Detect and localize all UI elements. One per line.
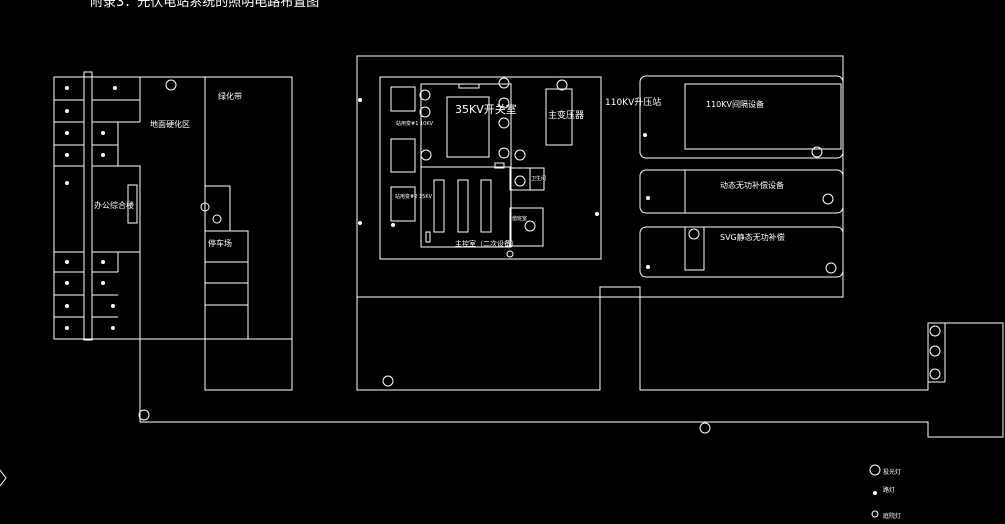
cursor-icon — [0, 469, 7, 487]
legend: 投光灯 路灯 庭院灯 — [883, 468, 901, 520]
main-transformer-label: 主变压器 — [548, 109, 584, 121]
switchyard — [379, 76, 602, 260]
diagram-title: 附录3：光伏电站系统的照明电路布置图 — [90, 0, 319, 10]
station-110-boundary — [356, 55, 844, 298]
green-belt-label: 绿化带 — [218, 91, 242, 101]
bay-110-label: 110KV间隔设备 — [706, 99, 764, 109]
parking-label: 停车场 — [208, 238, 232, 248]
bay-110-area — [639, 75, 844, 159]
svg-comp-label: SVG静态无功补偿 — [720, 232, 785, 242]
switch-room — [420, 83, 512, 168]
svg-comp-area — [639, 226, 844, 278]
garden-lights — [506, 250, 879, 518]
office-stair — [127, 184, 138, 224]
switch-room-label: 35KV开关室 — [455, 102, 517, 116]
office-label: 办公综合楼 — [94, 200, 134, 210]
legend-item-garden: 庭院灯 — [883, 512, 901, 520]
legend-item-street: 路灯 — [883, 486, 895, 494]
office-building — [91, 165, 141, 253]
office-site-boundary — [53, 76, 293, 340]
flood-lights — [138, 77, 941, 476]
duty-room-label: 值班室 — [512, 215, 527, 222]
station-trans-label: 站用变#1 10KV — [396, 120, 434, 127]
main-control-label: 主控室（二次设备） — [455, 239, 518, 248]
dynamic-comp-label: 动态无功补偿设备 — [720, 180, 784, 190]
site-pole — [83, 71, 93, 341]
street-lights — [65, 86, 877, 495]
main-control-room — [420, 166, 512, 248]
station-110-label: 110KV升压站 — [605, 96, 661, 108]
station-trans2-label: 站用变#2 35KV — [395, 193, 433, 200]
sanitary-label: 卫生间 — [531, 175, 546, 182]
legend-item-flood: 投光灯 — [883, 468, 901, 476]
dynamic-comp-area — [639, 169, 844, 214]
ground-hard-label: 地面硬化区 — [150, 119, 190, 129]
